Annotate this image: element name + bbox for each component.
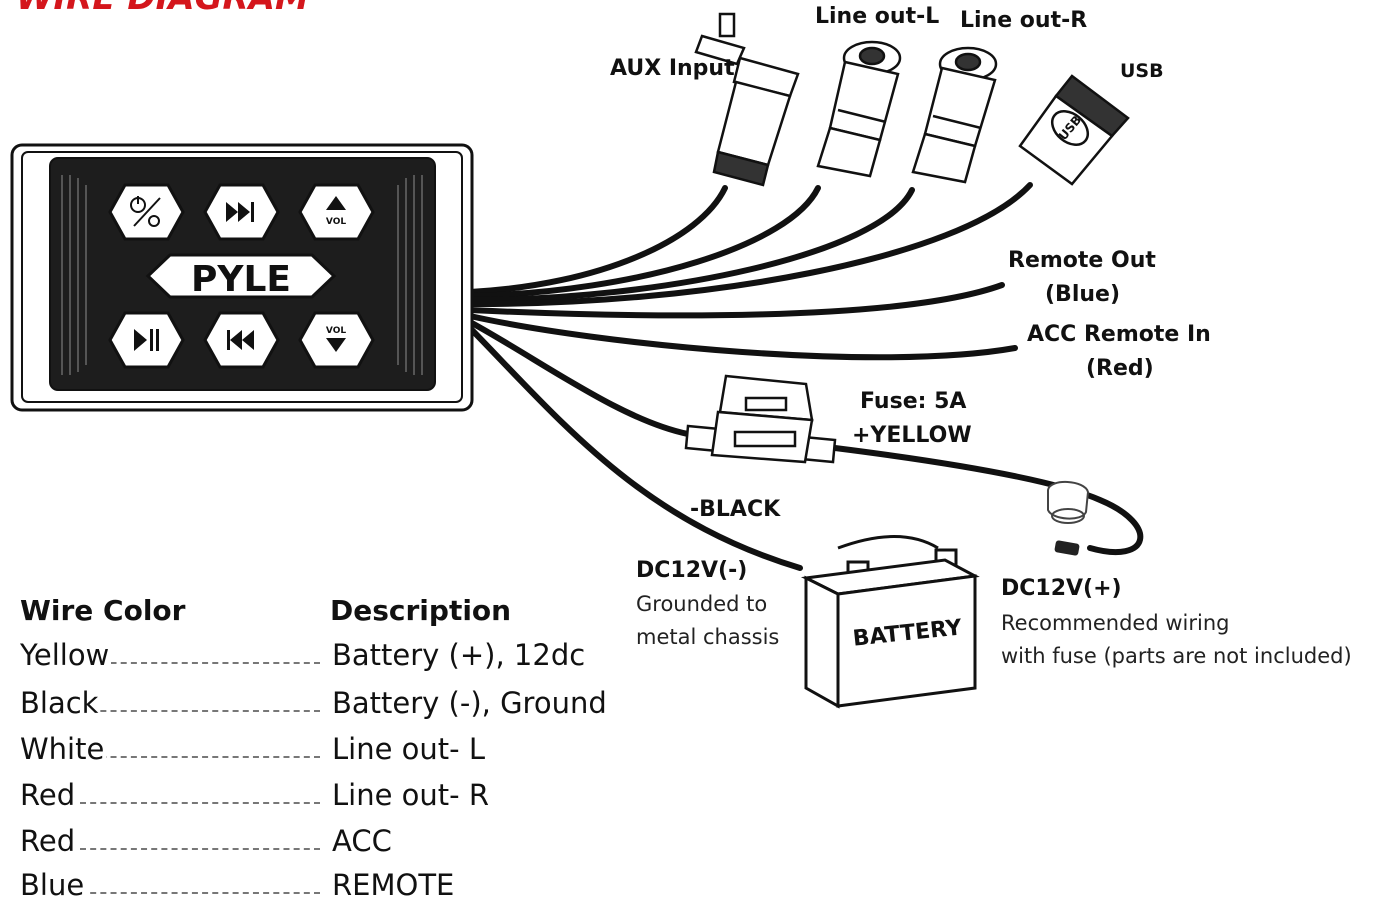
note-grounded-to: Grounded to: [636, 592, 768, 616]
table-cell-color: Red: [20, 824, 78, 858]
note-recommended-wiring: Recommended wiring: [1001, 611, 1230, 635]
label-fuse: Fuse: 5A: [860, 389, 967, 414]
vol-down-mark: VOL: [326, 326, 346, 336]
table-row: Black Battery (-), Ground: [20, 686, 620, 732]
table-header-description: Description: [330, 594, 512, 627]
table-row-leader: [80, 662, 320, 664]
usb-plug: USB: [1018, 74, 1130, 186]
table-row: White Line out- L: [20, 732, 620, 778]
label-acc-remote-in: ACC Remote In: [1027, 322, 1211, 347]
vol-up-mark: VOL: [326, 217, 346, 227]
label-yellow-wire: +YELLOW: [852, 423, 972, 448]
button-play-pause: [108, 311, 185, 369]
label-line-out-r: Line out-R: [960, 8, 1088, 33]
battery: BATTERY: [800, 535, 980, 709]
wire-yellow-to-fuse: [467, 319, 691, 437]
label-line-out-l: Line out-L: [815, 4, 940, 29]
rca-connector-right: [911, 46, 998, 184]
brand-logo: PYLE: [191, 259, 291, 300]
wire-black: [467, 325, 803, 571]
wire-bundle: [467, 182, 1144, 571]
button-next-track: [203, 183, 280, 241]
wire-line-out-l: [467, 185, 821, 299]
fuse-clip: [1047, 481, 1090, 524]
table-row-leader: [80, 892, 320, 894]
table-cell-description: REMOTE: [330, 868, 455, 902]
note-parts-not-included: with fuse (parts are not included): [1001, 644, 1352, 668]
wire-acc-remote-in: [467, 313, 1018, 361]
table-row-leader: [80, 756, 320, 758]
wire-usb: [467, 182, 1033, 308]
table-row-leader: [80, 848, 320, 850]
table-cell-color: Blue: [20, 868, 87, 902]
head-unit: VOL PYLE VOL: [10, 143, 474, 412]
table-cell-description: Battery (+), 12dc: [330, 638, 586, 672]
fuse-holder: [684, 374, 837, 464]
wire-remote-out: [467, 282, 1005, 319]
table-row: Red Line out- R: [20, 778, 620, 824]
table-row: Blue REMOTE: [20, 868, 620, 914]
table-cell-color: White: [20, 732, 107, 766]
button-volume-down: VOL: [298, 311, 375, 369]
table-cell-description: ACC: [330, 824, 392, 858]
table-row: Yellow Battery (+), 12dc: [20, 638, 620, 684]
label-dc12v-positive: DC12V(+): [1001, 576, 1122, 601]
wire-line-out-r: [467, 187, 915, 303]
table-cell-description: Battery (-), Ground: [330, 686, 607, 720]
table-row-leader: [80, 802, 320, 804]
table-header-wire-color: Wire Color: [20, 594, 186, 627]
button-previous-track: [203, 311, 280, 369]
label-aux-input: AUX Input: [610, 56, 735, 81]
button-volume-up: VOL: [298, 183, 375, 241]
rca-connector-left: [816, 40, 902, 178]
label-acc-remote-in-color: (Red): [1086, 356, 1154, 381]
table-cell-description: Line out- R: [330, 778, 489, 812]
label-usb: USB: [1120, 60, 1164, 82]
table-cell-description: Line out- L: [330, 732, 485, 766]
table-row: Red ACC: [20, 824, 620, 870]
table-cell-color: Red: [20, 778, 78, 812]
diagram-title: WIRE DIAGRAM: [16, 0, 309, 18]
button-power-mode: [108, 183, 185, 241]
label-remote-out: Remote Out: [1008, 248, 1156, 273]
wire-aux: [467, 185, 728, 295]
aux-connector: [694, 12, 800, 187]
wire-connector-plug: [1054, 540, 1080, 556]
label-remote-out-color: (Blue): [1045, 282, 1121, 307]
table-cell-color: Black: [20, 686, 101, 720]
wire-yellow-from-fuse: [832, 445, 1144, 556]
table-row-leader: [80, 710, 320, 712]
note-metal-chassis: metal chassis: [636, 625, 780, 649]
label-dc12v-negative: DC12V(-): [636, 558, 748, 583]
table-cell-color: Yellow: [20, 638, 112, 672]
label-black-wire: -BLACK: [690, 497, 781, 522]
